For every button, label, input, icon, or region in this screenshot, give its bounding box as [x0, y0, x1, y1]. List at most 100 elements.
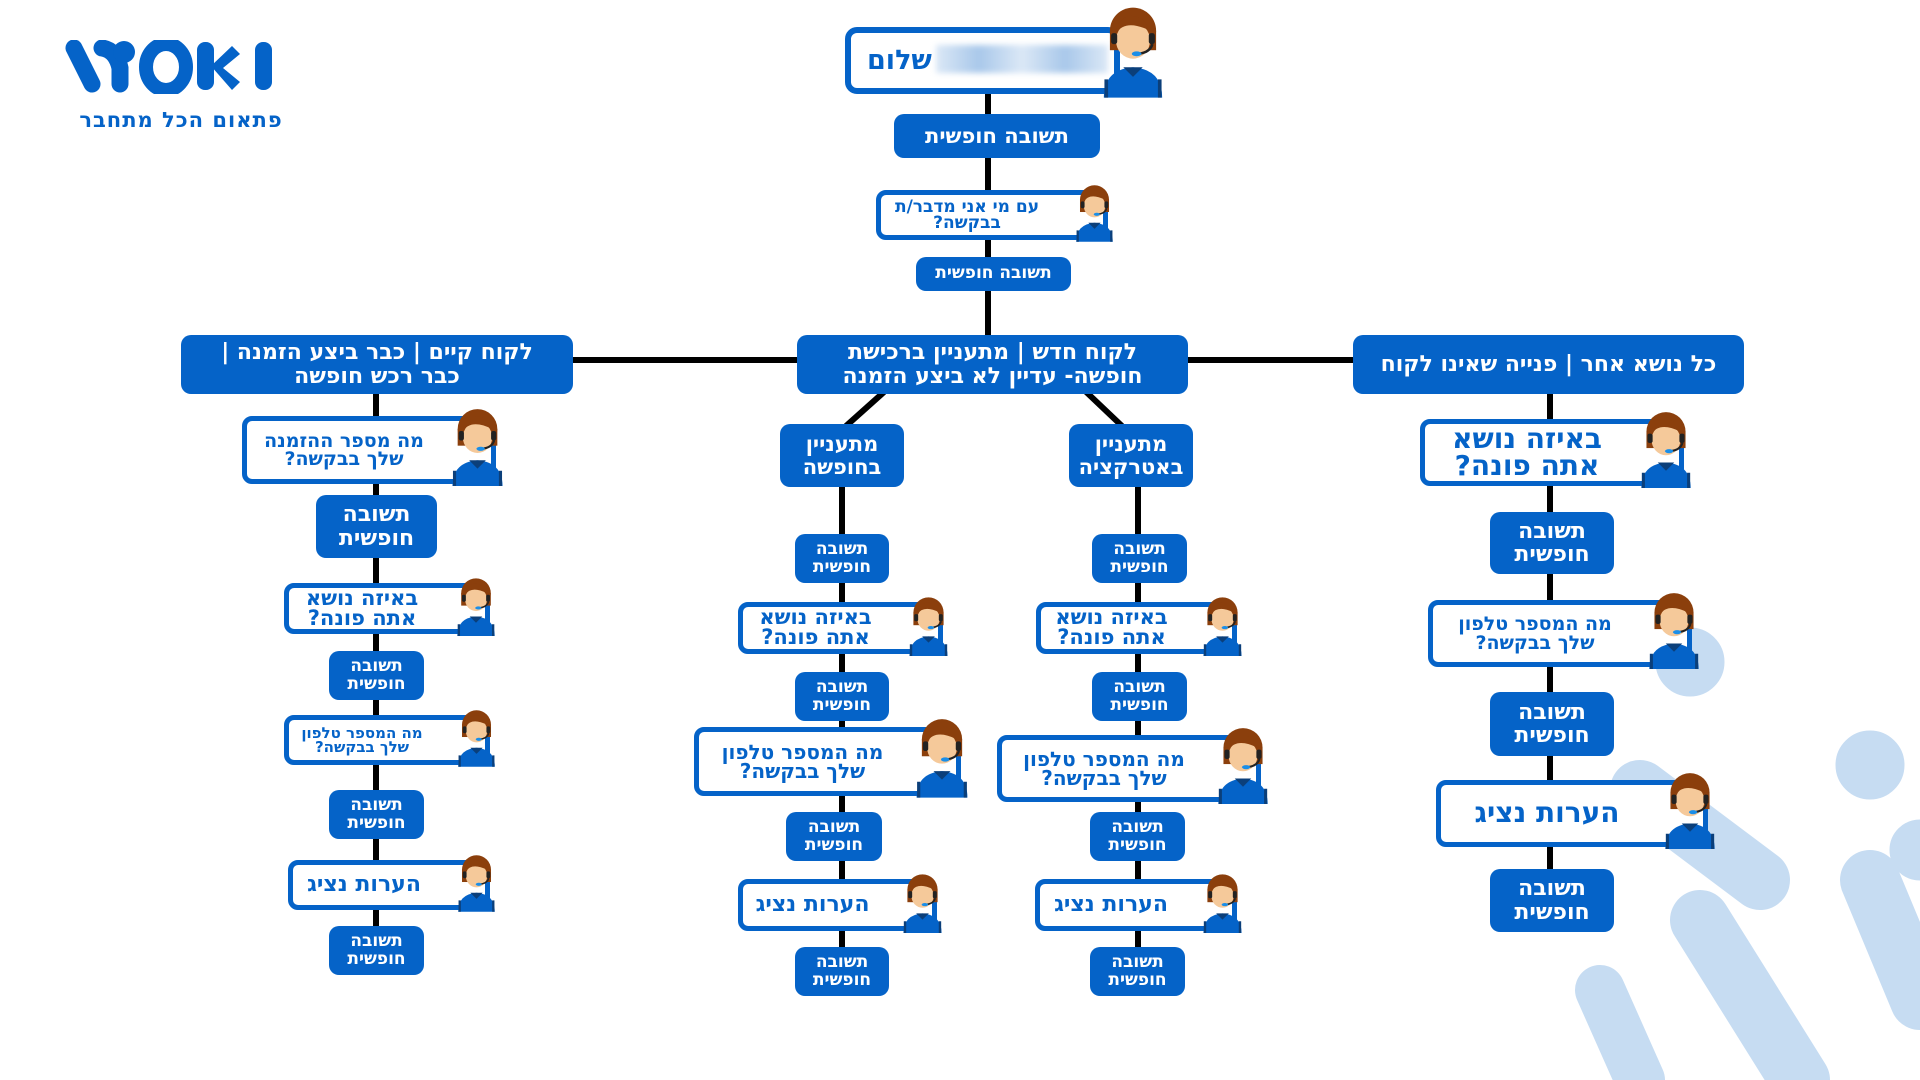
node-text-line: תשובה: [342, 502, 411, 528]
node-text-line: באטרקציה: [1078, 454, 1184, 479]
node-text-line: באיזה נושא: [305, 585, 419, 610]
node-text-line: חופשית: [1110, 694, 1169, 715]
node-text-line: הערות נציג: [1474, 796, 1620, 830]
agent-avatar-icon: [452, 708, 501, 771]
node-text-line: מה מספר ההזמנה: [264, 429, 424, 452]
node-text-line: באיזה נושא: [1452, 421, 1602, 455]
node-text-line: חופשית: [1108, 969, 1167, 990]
free-answer-box: תשובה חופשית: [916, 257, 1071, 291]
node-text-line: באיזה נושא: [1055, 605, 1168, 630]
agent-question-box: הערות נציג: [1035, 879, 1237, 931]
node-text-line: בחופשה: [802, 454, 882, 479]
node-text-line: תשובה: [350, 930, 403, 951]
node-text-line: שלך בבקשה?: [284, 448, 404, 470]
node-text-line: חופשית: [812, 969, 872, 990]
agent-avatar-icon: [1197, 872, 1248, 937]
node-text-line: חופשית: [1514, 899, 1590, 925]
node-text-line: הערות נציג: [755, 891, 870, 917]
agent-question-box: הערות נציג: [288, 860, 490, 910]
agent-avatar-icon: [908, 716, 976, 802]
node-text-line: הערות נציג: [1054, 891, 1168, 917]
agent-avatar-icon: [1094, 4, 1172, 102]
node-text-line: חופשית: [1110, 556, 1169, 577]
node-text-line: תשובה: [815, 676, 869, 697]
agent-avatar-icon: [1657, 770, 1723, 853]
greeting-text: שלום: [867, 45, 932, 76]
node-text-line: מתעניין: [805, 432, 879, 457]
node-text-line: שלך בבקשה?: [314, 738, 410, 756]
node-text-line: חופשית: [812, 556, 872, 577]
node-text-line: תשובה: [350, 794, 403, 815]
node-text-line: מה המספר טלפון: [1458, 613, 1612, 636]
agent-avatar-icon: [1070, 183, 1119, 246]
node-text-line: הערות נציג: [307, 871, 421, 897]
agent-avatar-icon: [1210, 725, 1276, 808]
node-text-line: מה המספר טלפון: [301, 723, 423, 742]
node-text-line: תשובה: [1518, 699, 1586, 725]
branch-header: לקוח קיים | כבר ביצע הזמנה |כבר רכש חופש…: [181, 335, 573, 394]
node-text-line: תשובה: [1518, 876, 1586, 902]
node-text-line: חופשית: [338, 525, 415, 551]
agent-avatar-icon: [903, 595, 954, 660]
node-text-line: חופשית: [804, 834, 864, 855]
node-text-line: כל נושא אחר | פנייה שאינו לקוח: [1380, 351, 1717, 377]
node-text-line: תשובה: [1113, 676, 1166, 697]
node-text-line: חופשית: [1514, 542, 1590, 567]
node-text-line: אתה פונה?: [1454, 448, 1600, 482]
node-text-line: חופשית: [1514, 723, 1590, 748]
agent-question-box: הערות נציג: [738, 879, 937, 931]
node-text-line: אתה פונה?: [761, 625, 870, 649]
node-text-line: לקוח חדש | מתעניין ברכישת: [848, 340, 1137, 366]
node-text-line: עם מי אני מדבר/ת: [894, 196, 1040, 217]
node-text-line: שלך בבקשה?: [1041, 765, 1167, 790]
node-text-line: תשובה: [1111, 816, 1164, 837]
logo-tagline: פתאום הכל מתחבר: [79, 108, 283, 132]
agent-avatar-icon: [1197, 595, 1248, 660]
node-text-line: תשובה: [815, 951, 869, 972]
node-text-line: שלך בבקשה?: [1475, 631, 1595, 654]
connector-line: [1079, 385, 1125, 429]
agent-question-box: הערות נציג: [1436, 780, 1708, 847]
agent-avatar-icon: [1641, 590, 1707, 673]
node-text-line: חופשית: [1108, 834, 1167, 855]
node-text-line: אתה פונה?: [1057, 625, 1166, 649]
node-text-line: תשובה: [815, 538, 869, 559]
node-text-line: בבקשה?: [933, 213, 1001, 233]
node-text-line: אתה פונה?: [307, 605, 417, 630]
node-text-line: חופשית: [347, 673, 406, 694]
node-text-line: מתעניין: [1094, 432, 1168, 457]
agent-avatar-icon: [451, 576, 501, 640]
agent-avatar-icon: [452, 853, 501, 916]
node-text-line: תשובה חופשית: [925, 123, 1069, 148]
node-text-line: תשובה: [1113, 538, 1166, 559]
agent-avatar-icon: [897, 872, 948, 937]
node-text-line: תשובה: [350, 655, 403, 676]
node-text-line: מה המספר טלפון: [1023, 746, 1185, 771]
node-text-line: שלך בבקשה?: [739, 758, 866, 783]
node-text-line: כבר רכש חופשה: [294, 363, 460, 389]
node-text-line: מה המספר טלפון: [721, 739, 884, 764]
